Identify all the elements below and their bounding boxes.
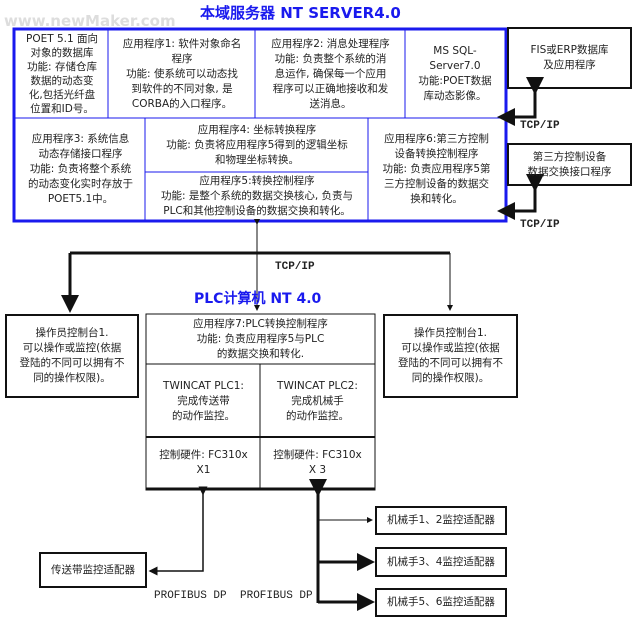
hardware-x1-cell: 控制硬件: FC310x X1 bbox=[159, 449, 248, 476]
app7-cell: 应用程序7:PLC转换控制程序 功能: 负责应用程序5与PLC 的数据交换和转化… bbox=[193, 318, 328, 360]
app2-cell: 应用程序2: 消息处理程序 功能: 负责整个系统的消 息运作, 确保每一个应用 … bbox=[271, 37, 390, 110]
erp-link bbox=[497, 77, 544, 126]
hardware-x3-cell: 控制硬件: FC310x X 3 bbox=[273, 449, 362, 476]
operator-console-left: 操作员控制台1. 可以操作或监控(依据 登陆的不同可以拥有不 同的操作权限)。 bbox=[5, 314, 139, 398]
twincat-plc2-cell: TWINCAT PLC2: 完成机械手 的动作监控。 bbox=[277, 379, 358, 422]
robot-3-4-adapter-box: 机械手3、4监控适配器 bbox=[375, 547, 507, 577]
robot-5-6-adapter-box: 机械手5、6监控适配器 bbox=[375, 588, 507, 617]
app5-cell: 应用程序5:转换控制程序 功能: 是整个系统的数据交换核心, 负责与 PLC和其… bbox=[160, 175, 354, 217]
app3-cell: 应用程序3: 系统信息 动态存储接口程序 功能: 负责将整个系统 的动态变化实时… bbox=[28, 133, 133, 205]
tcpip-label-erp: TCP/IP bbox=[520, 120, 560, 132]
twincat-plc1-cell: TWINCAT PLC1: 完成传送带 的动作监控。 bbox=[163, 379, 244, 422]
profibus-label-1: PROFIBUS DP bbox=[154, 590, 227, 602]
profibus-label-2: PROFIBUS DP bbox=[240, 590, 313, 602]
app1-cell: 应用程序1: 软件对象命名 程序 功能: 使系统可以动态找 到软件的不同对象, … bbox=[122, 37, 242, 110]
conveyor-link bbox=[148, 486, 208, 576]
thirdparty-interface-box: 第三方控制设备 数据交换接口程序 bbox=[507, 143, 632, 186]
conveyor-adapter-box: 传送带监控适配器 bbox=[39, 552, 147, 588]
watermark: www.newMaker.com bbox=[4, 12, 176, 30]
tcpip-label-bus: TCP/IP bbox=[275, 261, 315, 273]
app4-cell: 应用程序4: 坐标转换程序 功能: 负责将应用程序5得到的逻辑坐标 和物理坐标转… bbox=[166, 124, 348, 166]
sql-server-cell: MS SQL- Server7.0 功能:POET数据 库动态影像。 bbox=[418, 45, 492, 102]
thirdparty-link bbox=[497, 174, 544, 220]
tcpip-label-thirdparty: TCP/IP bbox=[520, 219, 560, 231]
app6-cell: 应用程序6:第三方控制 设备转换控制程序 功能: 负责应用程序5第 三方控制设备… bbox=[382, 133, 491, 205]
plc-title: PLC计算机 NT 4.0 bbox=[194, 291, 322, 307]
robot-1-2-adapter-box: 机械手1、2监控适配器 bbox=[375, 506, 507, 535]
poet-database-cell: POET 5.1 面向 对象的数据库 功能: 存储仓库 数据的动态变 化,包括光… bbox=[25, 33, 99, 115]
server-title: 本域服务器 NT SERVER4.0 bbox=[200, 4, 401, 22]
erp-database-box: FIS或ERP数据库 及应用程序 bbox=[507, 27, 632, 89]
operator-console-right: 操作员控制台1. 可以操作或监控(依据 登陆的不同可以拥有不 同的操作权限)。 bbox=[383, 314, 518, 398]
